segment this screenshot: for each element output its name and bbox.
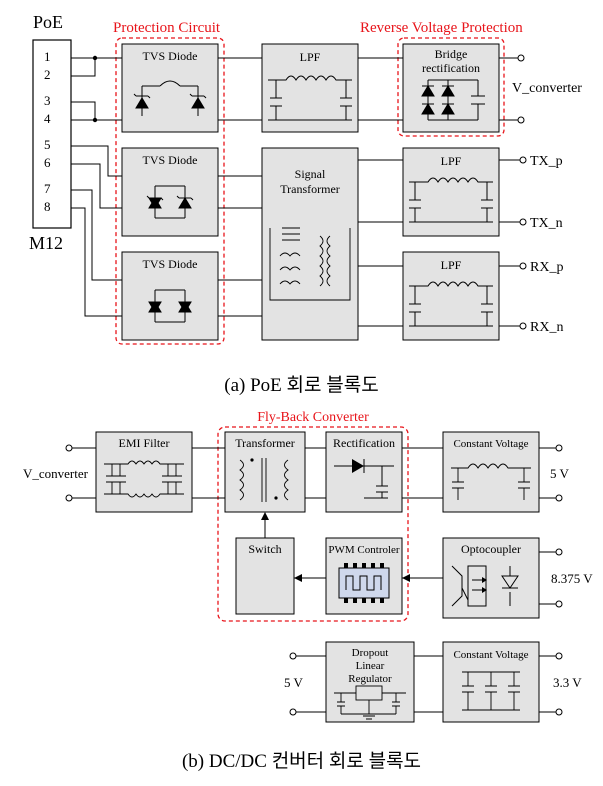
- transformer-label: Transformer: [235, 436, 295, 450]
- v-converter-output: V_converter: [512, 81, 582, 96]
- flyback-converter-label: Fly-Back Converter: [257, 410, 369, 425]
- arrow-opto-to-pwm: [402, 574, 410, 582]
- output-terminals: [517, 54, 527, 330]
- bridge-rectification-block: [402, 43, 500, 133]
- switch-block: [235, 537, 295, 615]
- tvs-diode-symbol-2: [146, 185, 194, 219]
- poe-wiring: [71, 57, 520, 327]
- tvs-diode-block-2: [121, 147, 219, 237]
- constant-voltage-label-2: Constant Voltage: [453, 649, 528, 661]
- signal-transformer-block: [261, 147, 359, 341]
- rectification-label: Rectification: [333, 436, 395, 450]
- reverse-voltage-group: [397, 37, 505, 137]
- constant-voltage-block-1: [442, 431, 540, 513]
- tx-p-output: TX_p: [530, 154, 563, 169]
- pin-1: 1: [44, 49, 51, 64]
- transformer-block: [224, 431, 306, 513]
- ldo-label-line1: Dropout: [352, 647, 389, 659]
- bridge-label-line1: Bridge: [435, 47, 468, 61]
- rx-p-output: RX_p: [530, 260, 563, 275]
- signal-transformer-line1: Signal: [295, 167, 326, 181]
- arrow-pwm-to-switch: [294, 574, 302, 582]
- pin-5: 5: [44, 137, 51, 152]
- constant-voltage-symbol-2: [462, 671, 520, 711]
- caption-b: (b) DC/DC 컨버터 회로 블록도: [181, 751, 422, 772]
- m12-connector: [32, 39, 72, 229]
- pin-6: 6: [44, 155, 51, 170]
- switch-label: Switch: [248, 542, 281, 556]
- pwm-controller-label: PWM Controler: [328, 544, 400, 556]
- constant-voltage-symbol-1: [451, 463, 531, 500]
- ldo-label-line2: Linear: [356, 660, 385, 672]
- lpf-symbol-3: [409, 281, 493, 327]
- reverse-voltage-label: Reverse Voltage Protection: [360, 20, 523, 36]
- dcdc-diagram: Fly-Back Converter EMI Filter Transforme…: [23, 410, 593, 723]
- transformer-symbol: [239, 458, 289, 502]
- wire-junctions: [92, 55, 98, 123]
- bridge-rectifier-symbol: [421, 79, 485, 121]
- lpf-block-3: [402, 251, 500, 341]
- lpf-block-2: [402, 147, 500, 237]
- optocoupler-block: [442, 537, 540, 619]
- optocoupler-label: Optocoupler: [461, 542, 521, 556]
- lpf-symbol-1: [268, 75, 352, 121]
- signal-transformer-symbol: [269, 227, 351, 301]
- rectifier-diode-arrow: [352, 459, 364, 473]
- pin-7: 7: [44, 181, 51, 196]
- pin-3: 3: [44, 93, 51, 108]
- connector-title: PoE: [33, 12, 63, 32]
- pin-2: 2: [44, 67, 51, 82]
- emi-filter-label: EMI Filter: [119, 436, 170, 450]
- v-converter-input: V_converter: [23, 466, 89, 481]
- ldo-input-5v: 5 V: [284, 675, 304, 690]
- opto-arrow-1: [482, 577, 487, 583]
- rx-n-output: RX_n: [530, 320, 563, 335]
- tvs-diode-symbol-1: [133, 80, 207, 116]
- output-5v: 5 V: [550, 466, 570, 481]
- opto-arrow-2: [482, 587, 487, 593]
- dcdc-terminals: [65, 444, 563, 716]
- tvs-diode-block-3: [121, 251, 219, 341]
- poe-diagram: PoE M12 1 2 3 4 5 6 7 8 Protection Circu…: [29, 12, 582, 345]
- output-3-3v: 3.3 V: [553, 675, 582, 690]
- constant-voltage-label-1: Constant Voltage: [453, 438, 528, 450]
- tvs-diode-symbol-3: [148, 289, 192, 323]
- arrow-switch-to-transformer: [261, 512, 269, 520]
- output-8-375v: 8.375 V: [551, 571, 593, 586]
- ldo-symbol: [334, 685, 406, 720]
- bridge-label-line2: rectification: [422, 61, 480, 75]
- lpf-label-1: LPF: [300, 50, 321, 64]
- tvs-diode-block-1: [121, 43, 219, 133]
- protection-circuit-label: Protection Circuit: [113, 20, 221, 36]
- tvs-diode-label-2: TVS Diode: [143, 153, 198, 167]
- ldo-label-line3: Regulator: [348, 673, 392, 685]
- pwm-chip-symbol: [338, 563, 390, 603]
- connector-label: M12: [29, 233, 63, 253]
- protection-circuit-group: [115, 37, 225, 345]
- lpf-label-3: LPF: [441, 258, 462, 272]
- caption-a: (a) PoE 회로 블록도: [224, 375, 379, 396]
- signal-transformer-line2: Transformer: [280, 182, 340, 196]
- dcdc-wiring: [72, 447, 556, 713]
- lpf-symbol-2: [409, 177, 493, 223]
- lpf-block-1: [261, 43, 359, 133]
- transformer-dots: [250, 458, 278, 500]
- tvs-diode-label-1: TVS Diode: [143, 49, 198, 63]
- emi-filter-symbol: [104, 460, 184, 498]
- optocoupler-symbol: [451, 565, 519, 607]
- pin-4: 4: [44, 111, 51, 126]
- tx-n-output: TX_n: [530, 216, 563, 231]
- pin-8: 8: [44, 199, 51, 214]
- flyback-converter-group: [217, 426, 409, 622]
- lpf-label-2: LPF: [441, 154, 462, 168]
- tvs-diode-label-3: TVS Diode: [143, 257, 198, 271]
